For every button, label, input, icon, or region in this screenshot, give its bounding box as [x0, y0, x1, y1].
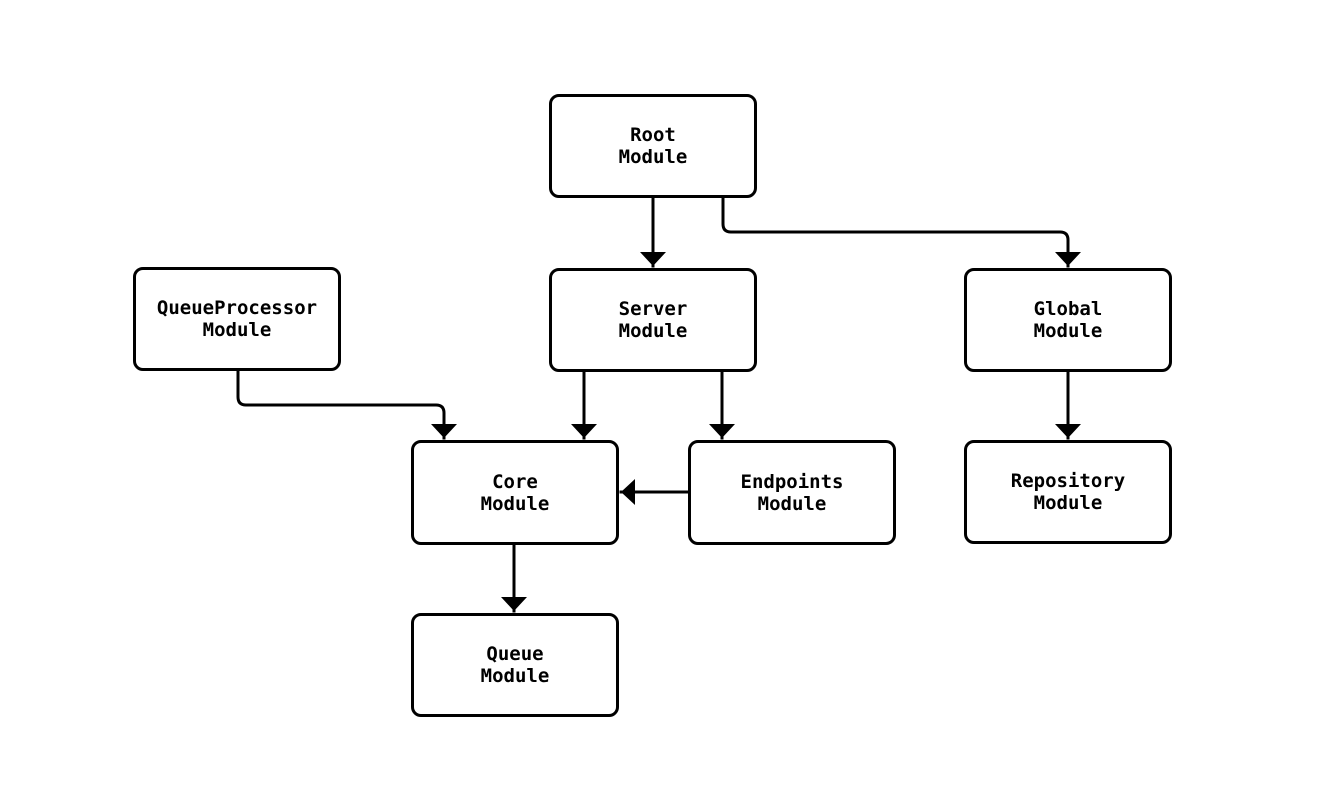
node-label-line: Module [480, 492, 550, 515]
node-label-line: Module [1033, 320, 1103, 342]
node-label-line: Module [618, 320, 688, 342]
node-label-line: Module [757, 492, 827, 515]
node-label-line: Module [202, 319, 272, 341]
edge-root-global [721, 196, 1081, 268]
node-label-line: Module [618, 146, 688, 168]
edge-queueprocessor-core [236, 369, 457, 440]
node-label-line: Module [480, 665, 550, 687]
node-label-line: Root [630, 124, 676, 146]
node-label-line: Global [1033, 298, 1103, 320]
node-label-line: Core [492, 470, 538, 493]
node-label-line: Repository [1010, 470, 1126, 492]
node-label-line: Module [1033, 492, 1103, 514]
edges-group [236, 196, 1081, 613]
node-label-line: Endpoints [740, 470, 844, 493]
node-label-line: QueueProcessor [156, 297, 318, 319]
node-label-line: Server [618, 298, 688, 320]
node-label-line: Queue [486, 643, 544, 665]
